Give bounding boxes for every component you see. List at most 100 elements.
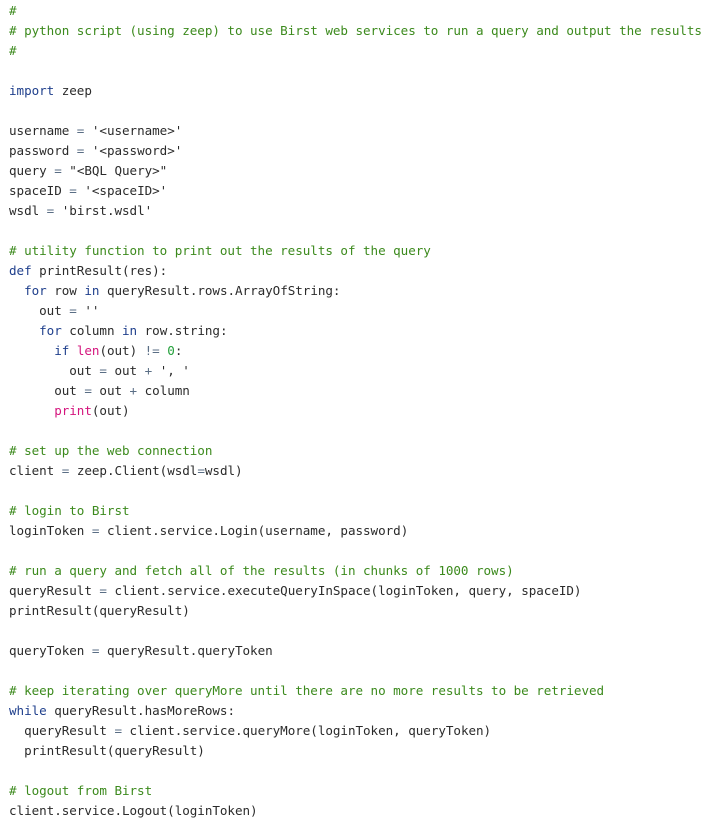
code-line: printResult(queryResult) bbox=[9, 601, 702, 621]
code-line bbox=[9, 61, 702, 81]
code-line bbox=[9, 621, 702, 641]
code-text: client.service.executeQueryInSpace(login… bbox=[106, 583, 582, 598]
code-text: (out) bbox=[99, 343, 145, 358]
code-text: queryToken bbox=[9, 643, 92, 658]
code-line: client.service.Logout(loginToken) bbox=[9, 801, 702, 821]
code-text: out bbox=[91, 383, 130, 398]
code-text: client.service.Logout(loginToken) bbox=[9, 803, 258, 818]
code-text: printResult(queryResult) bbox=[9, 743, 205, 758]
code-line: def printResult(res): bbox=[9, 261, 702, 281]
code-line: spaceID = '<spaceID>' bbox=[9, 181, 702, 201]
code-line: import zeep bbox=[9, 81, 702, 101]
code-line: loginToken = client.service.Login(userna… bbox=[9, 521, 702, 541]
code-line: while queryResult.hasMoreRows: bbox=[9, 701, 702, 721]
code-operator: = bbox=[84, 383, 92, 398]
code-line: for column in row.string: bbox=[9, 321, 702, 341]
code-text: out bbox=[9, 363, 100, 378]
code-operator: = bbox=[99, 583, 107, 598]
code-text: printResult(res): bbox=[31, 263, 168, 278]
code-builtin: len bbox=[76, 343, 100, 358]
code-string: 'birst.wsdl' bbox=[54, 203, 153, 218]
code-line: client = zeep.Client(wsdl=wsdl) bbox=[9, 461, 702, 481]
code-line bbox=[9, 101, 702, 121]
code-text bbox=[9, 403, 54, 418]
code-line: out = out + ', ' bbox=[9, 361, 702, 381]
code-text: column bbox=[137, 383, 190, 398]
code-text: client.service.queryMore(loginToken, que… bbox=[122, 723, 492, 738]
code-text: row bbox=[46, 283, 85, 298]
code-text: queryResult.queryToken bbox=[99, 643, 273, 658]
code-text bbox=[9, 343, 54, 358]
code-text: queryResult.rows.ArrayOfString: bbox=[99, 283, 341, 298]
code-string: '' bbox=[76, 303, 100, 318]
code-text: printResult(queryResult) bbox=[9, 603, 190, 618]
code-line bbox=[9, 661, 702, 681]
code-comment: # run a query and fetch all of the resul… bbox=[9, 563, 514, 578]
code-line: if len(out) != 0: bbox=[9, 341, 702, 361]
code-operator: != bbox=[144, 343, 160, 358]
code-number: 0 bbox=[167, 343, 175, 358]
code-keyword: in bbox=[84, 283, 100, 298]
code-text: client bbox=[9, 463, 62, 478]
code-line: # utility function to print out the resu… bbox=[9, 241, 702, 261]
code-text: out bbox=[9, 383, 85, 398]
code-keyword: while bbox=[9, 703, 47, 718]
code-operator: = bbox=[46, 203, 55, 218]
code-line: queryResult = client.service.queryMore(l… bbox=[9, 721, 702, 741]
code-line bbox=[9, 761, 702, 781]
code-string: '<spaceID>' bbox=[76, 183, 168, 198]
code-text bbox=[69, 343, 77, 358]
code-comment: # python script (using zeep) to use Birs… bbox=[9, 23, 702, 38]
code-line bbox=[9, 421, 702, 441]
code-operator: = bbox=[69, 303, 77, 318]
code-operator: = bbox=[91, 643, 100, 658]
code-keyword: import bbox=[9, 83, 55, 98]
code-text: username bbox=[9, 123, 77, 138]
code-text: queryResult bbox=[9, 583, 100, 598]
code-line: # bbox=[9, 1, 702, 21]
code-line: wsdl = 'birst.wsdl' bbox=[9, 201, 702, 221]
code-string: "<BQL Query>" bbox=[61, 163, 168, 178]
code-line: queryResult = client.service.executeQuer… bbox=[9, 581, 702, 601]
code-line: # python script (using zeep) to use Birs… bbox=[9, 21, 702, 41]
code-block: # # python script (using zeep) to use Bir… bbox=[9, 1, 702, 821]
code-line: for row in queryResult.rows.ArrayOfStrin… bbox=[9, 281, 702, 301]
code-line: # keep iterating over queryMore until th… bbox=[9, 681, 702, 701]
code-line: password = '<password>' bbox=[9, 141, 702, 161]
code-text: loginToken bbox=[9, 523, 92, 538]
code-builtin: print bbox=[54, 403, 92, 418]
code-line: # run a query and fetch all of the resul… bbox=[9, 561, 702, 581]
code-operator: = bbox=[91, 523, 100, 538]
code-operator: = bbox=[114, 723, 122, 738]
code-comment: # bbox=[9, 43, 17, 58]
code-operator: = bbox=[54, 163, 62, 178]
code-text: zeep.Client(wsdl bbox=[69, 463, 198, 478]
code-comment: # set up the web connection bbox=[9, 443, 213, 458]
code-text: query bbox=[9, 163, 55, 178]
code-string: ', ' bbox=[152, 363, 190, 378]
code-line: query = "<BQL Query>" bbox=[9, 161, 702, 181]
code-text: (out) bbox=[91, 403, 130, 418]
code-line: out = out + column bbox=[9, 381, 702, 401]
code-string: '<username>' bbox=[84, 123, 183, 138]
code-line: # bbox=[9, 41, 702, 61]
code-operator: = bbox=[76, 143, 85, 158]
code-text: wsdl bbox=[9, 203, 47, 218]
code-keyword: for bbox=[39, 323, 62, 338]
code-keyword: for bbox=[24, 283, 47, 298]
code-text: client.service.Login(username, password) bbox=[99, 523, 409, 538]
code-line: printResult(queryResult) bbox=[9, 741, 702, 761]
code-text: spaceID bbox=[9, 183, 70, 198]
code-text: wsdl) bbox=[204, 463, 243, 478]
code-text: out bbox=[106, 363, 145, 378]
code-operator: = bbox=[99, 363, 107, 378]
code-comment: # utility function to print out the resu… bbox=[9, 243, 431, 258]
code-line: username = '<username>' bbox=[9, 121, 702, 141]
code-comment: # login to Birst bbox=[9, 503, 130, 518]
code-line: print(out) bbox=[9, 401, 702, 421]
code-line: queryToken = queryResult.queryToken bbox=[9, 641, 702, 661]
code-line bbox=[9, 481, 702, 501]
code-keyword: def bbox=[9, 263, 32, 278]
code-text: column bbox=[61, 323, 123, 338]
code-line: # login to Birst bbox=[9, 501, 702, 521]
